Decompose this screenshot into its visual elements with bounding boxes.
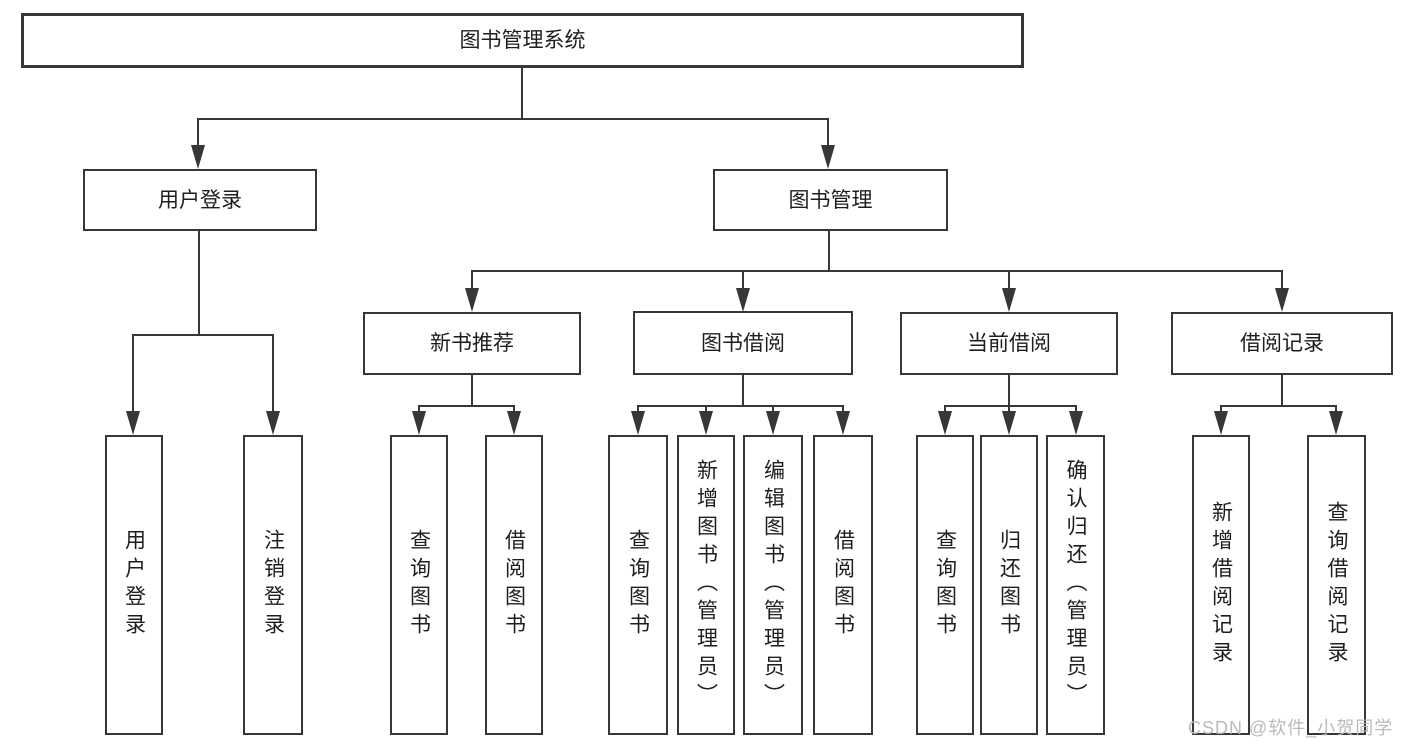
arrow-down-icon [465, 288, 479, 312]
arrow-down-icon [1002, 288, 1016, 312]
arrow-down-icon [507, 411, 521, 435]
connector-line [1281, 270, 1283, 300]
leaf-return-books: 归还图书 [980, 435, 1038, 735]
arrow-down-icon [126, 411, 140, 435]
connector-line [471, 375, 473, 407]
leaf-add-borrow-record: 新增借阅记录 [1192, 435, 1250, 735]
connector-line [272, 334, 274, 424]
arrow-down-icon [631, 411, 645, 435]
node-new-book-recommend: 新书推荐 [363, 312, 581, 375]
leaf-user-login: 用户登录 [105, 435, 163, 735]
connector-line [944, 405, 1077, 407]
node-borrowing-records: 借阅记录 [1171, 312, 1393, 375]
connector-line [132, 334, 134, 424]
connector-line [1008, 375, 1010, 407]
arrow-down-icon [699, 411, 713, 435]
leaf-borrow-books-recommend: 借阅图书 [485, 435, 543, 735]
leaf-logout: 注销登录 [243, 435, 303, 735]
arrow-down-icon [766, 411, 780, 435]
arrow-down-icon [821, 145, 835, 169]
leaf-query-books-current: 查询图书 [916, 435, 974, 735]
arrow-down-icon [1214, 411, 1228, 435]
arrow-down-icon [191, 145, 205, 169]
arrow-down-icon [266, 411, 280, 435]
connector-line [198, 231, 200, 336]
connector-line [521, 68, 523, 120]
node-root-library-system: 图书管理系统 [21, 13, 1024, 68]
connector-line [742, 375, 744, 407]
leaf-query-borrow-record: 查询借阅记录 [1307, 435, 1366, 735]
arrow-down-icon [1069, 411, 1083, 435]
connector-line [637, 405, 844, 407]
connector-line [1281, 375, 1283, 407]
connector-line [828, 231, 830, 272]
arrow-down-icon [1275, 288, 1289, 312]
csdn-watermark: CSDN @软件_小贺同学 [1188, 718, 1394, 738]
leaf-confirm-return-admin: 确认归还（管理员） [1046, 435, 1105, 735]
arrow-down-icon [736, 288, 750, 312]
connector-line [418, 405, 515, 407]
connector-line [827, 118, 829, 158]
leaf-query-books-borrowing: 查询图书 [608, 435, 668, 735]
node-user-login: 用户登录 [83, 169, 317, 231]
arrow-down-icon [836, 411, 850, 435]
node-book-borrowing: 图书借阅 [633, 311, 853, 375]
arrow-down-icon [1002, 411, 1016, 435]
leaf-borrow-books-borrowing: 借阅图书 [813, 435, 873, 735]
arrow-down-icon [412, 411, 426, 435]
connector-line [1008, 270, 1010, 300]
arrow-down-icon [1329, 411, 1343, 435]
connector-line [197, 118, 199, 158]
connector-line [471, 270, 1283, 272]
connector-line [197, 118, 829, 120]
connector-line [471, 270, 473, 300]
leaf-query-books-recommend: 查询图书 [390, 435, 448, 735]
arrow-down-icon [938, 411, 952, 435]
connector-line [742, 270, 744, 300]
leaf-add-books-admin: 新增图书（管理员） [677, 435, 735, 735]
connector-line [1220, 405, 1337, 407]
connector-line [132, 334, 274, 336]
node-book-management: 图书管理 [713, 169, 948, 231]
node-current-borrowing: 当前借阅 [900, 312, 1118, 375]
leaf-edit-books-admin: 编辑图书（管理员） [743, 435, 803, 735]
